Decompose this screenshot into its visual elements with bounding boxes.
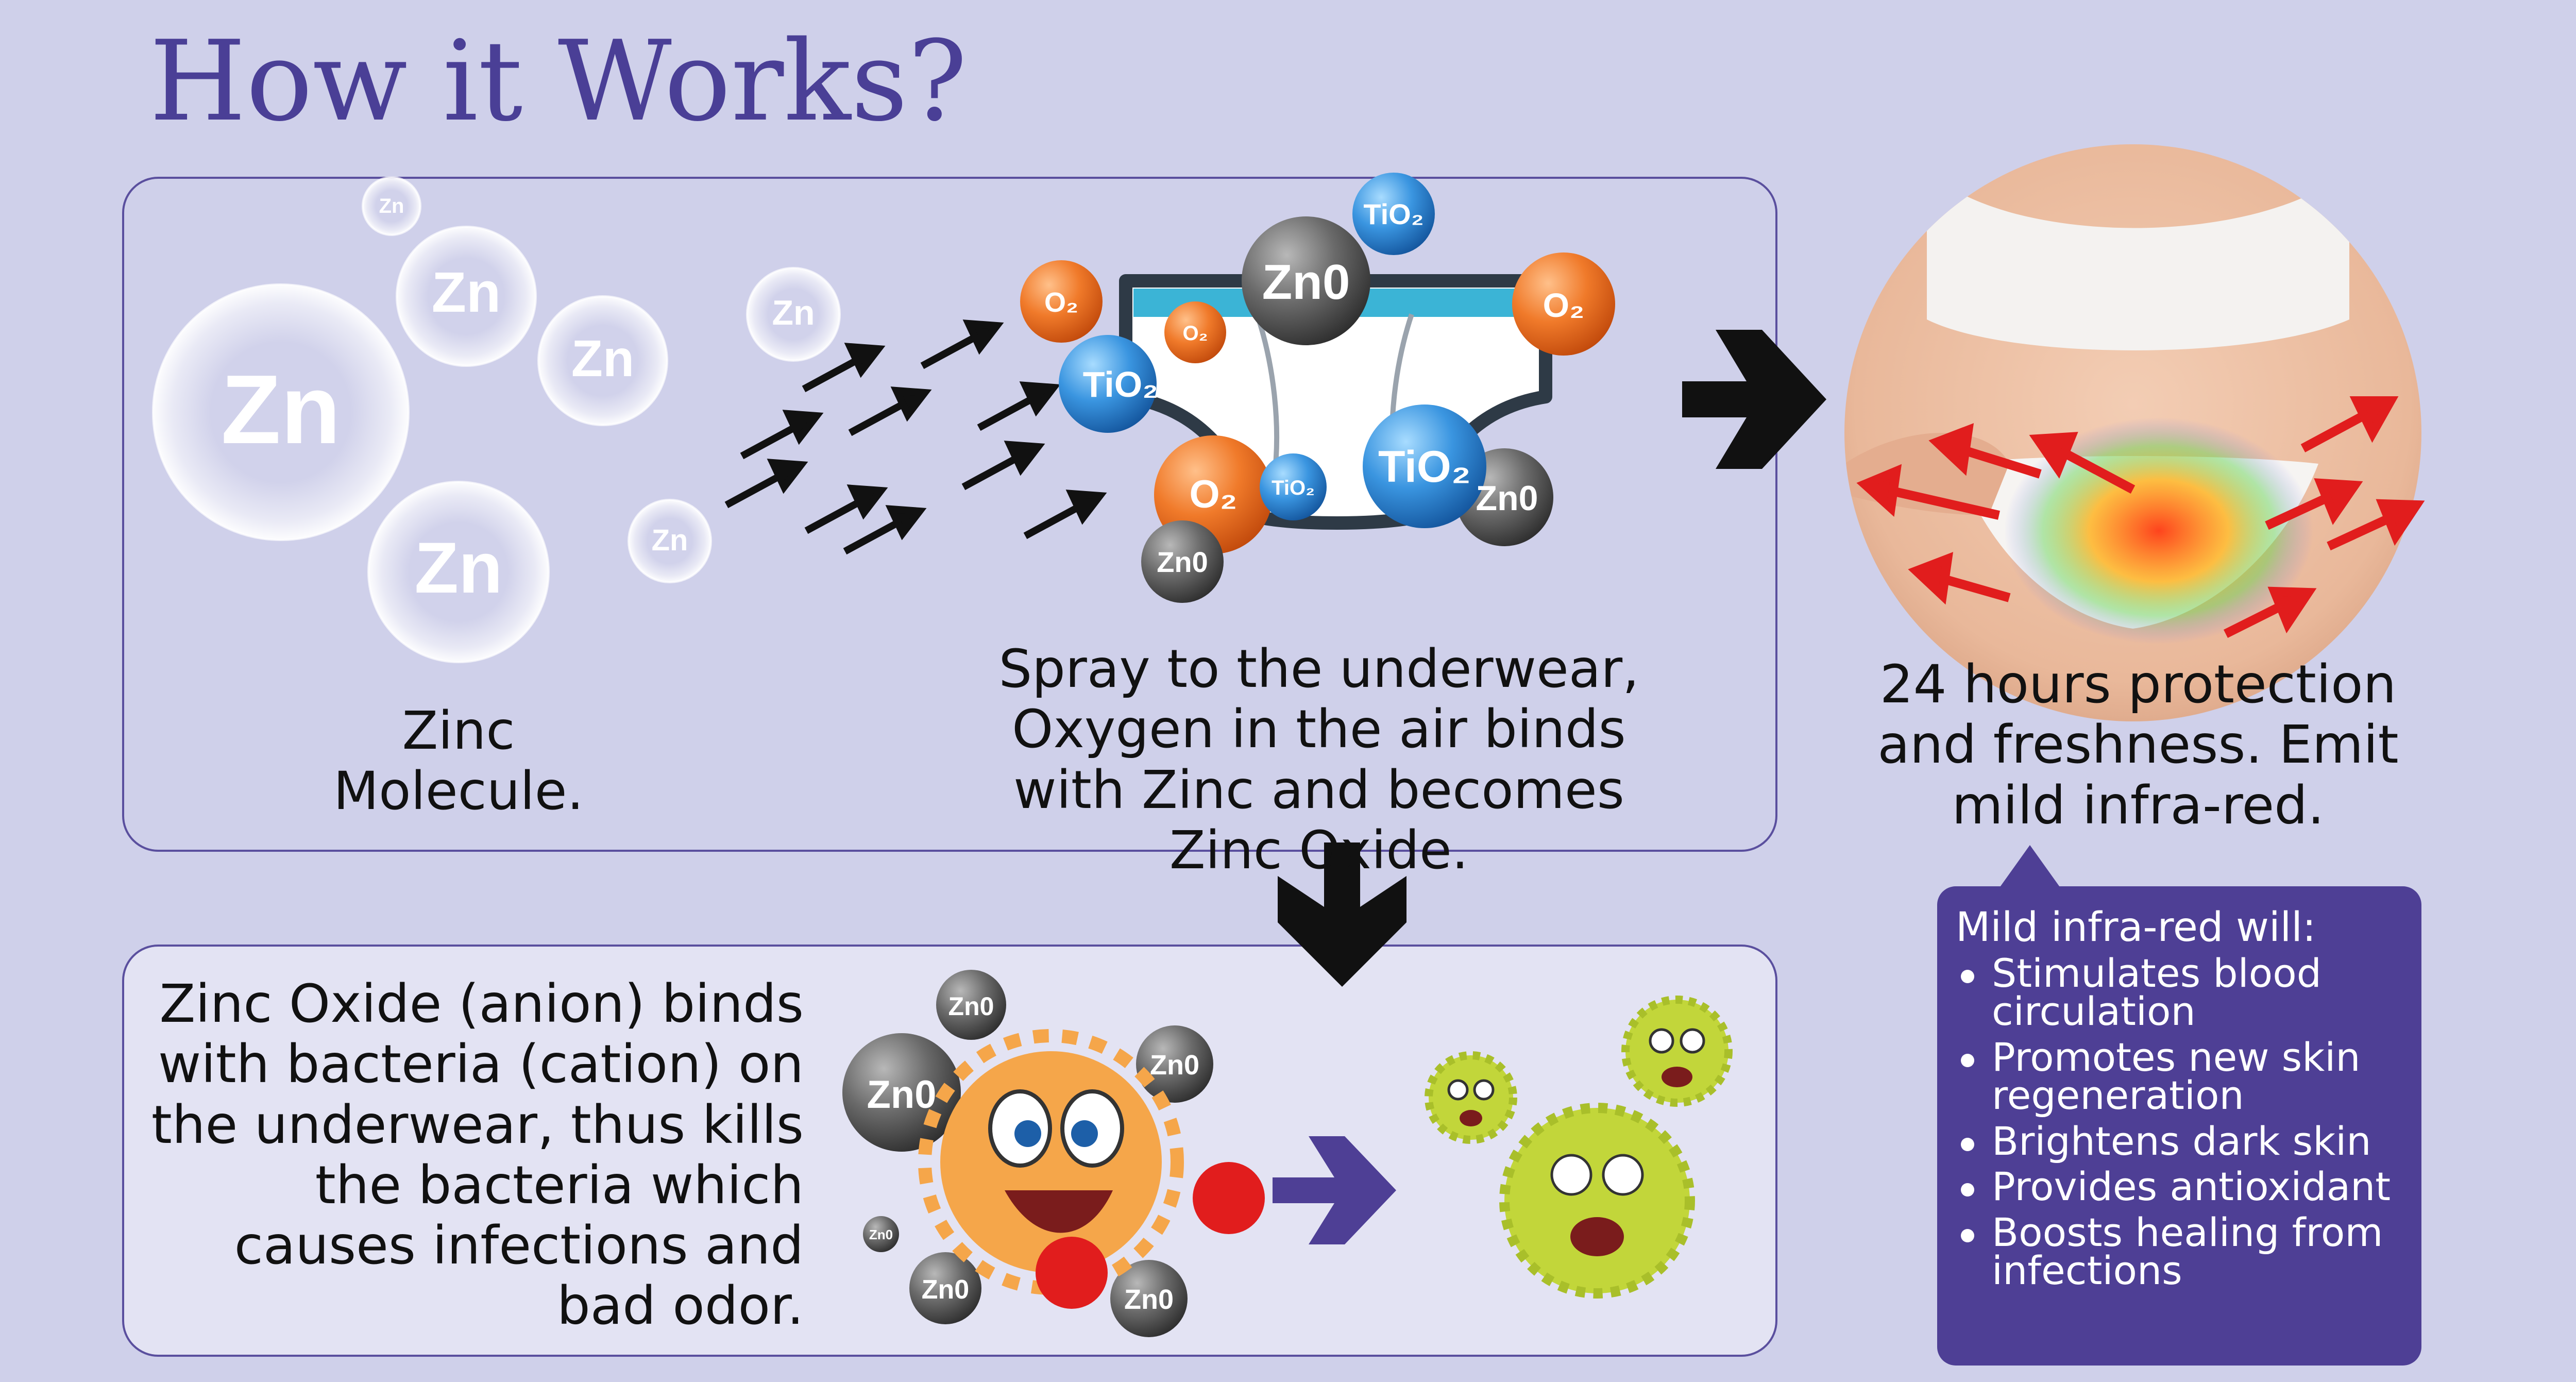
zn-label: Zn (414, 527, 502, 608)
benefit-item: Brightens dark skin (1956, 1121, 2401, 1161)
tio2-label: TiO₂ (1083, 364, 1159, 405)
zno-label: Zn0 (869, 1227, 893, 1242)
protection-caption: 24 hours protection and freshness. Emit … (1877, 654, 2399, 836)
infobox-heading: Mild infra-red will: (1956, 904, 2316, 951)
zno-label: Zn0 (948, 992, 994, 1021)
zn-label: Zn (379, 195, 404, 217)
zn-label: Zn (772, 293, 815, 332)
zno-label: Zn0 (1124, 1284, 1174, 1315)
benefits-list: Stimulates blood circulation Promotes ne… (1956, 953, 2401, 1290)
arrow-right-icon (1682, 330, 1826, 469)
infrared-arrows (1856, 396, 2425, 638)
hero-cell-icon (918, 1029, 1184, 1295)
arrow-down-icon (1278, 842, 1406, 987)
page-title: How it Works? (149, 16, 968, 146)
tio2-label: TiO₂ (1272, 477, 1315, 499)
benefit-item: Provides antioxidant (1956, 1167, 2401, 1206)
zno-label: Zn0 (1150, 1050, 1199, 1081)
molecule-ball-icon: Zn0 TiO₂ O₂ O₂ O₂ TiO₂ O₂ TiO₂ Zn0 TiO₂ … (1020, 173, 1615, 603)
zno-label: Zn0 (1476, 479, 1538, 518)
boxing-glove-icon (1036, 1162, 1265, 1309)
zinc-bubble-icon: Zn Zn Zn Zn Zn Zn Zn (152, 176, 841, 663)
benefit-item: Boosts healing from infections (1956, 1212, 2401, 1290)
zn-label: Zn (652, 524, 688, 557)
o2-label: O₂ (1183, 322, 1208, 345)
zn-label: Zn (221, 355, 341, 464)
zno-label: Zn0 (1157, 546, 1208, 578)
zno-label: Zn0 (867, 1073, 936, 1117)
spray-caption: Spray to the underwear, Oxygen in the ai… (998, 638, 1639, 881)
zinc-molecule-caption: Zinc Molecule. (333, 700, 584, 822)
benefit-item: Promotes new skin regeneration (1956, 1037, 2401, 1115)
o2-label: O₂ (1044, 287, 1078, 318)
zn-label: Zn (432, 261, 501, 324)
benefit-item: Stimulates blood circulation (1956, 953, 2401, 1031)
binding-caption: Zinc Oxide (anion) binds with bacteria (… (151, 973, 804, 1337)
o2-label: O₂ (1543, 286, 1585, 324)
bacteria-icon (1425, 996, 1733, 1299)
arrow-right-purple-icon (1273, 1136, 1396, 1244)
infrared-benefits-box: Mild infra-red will: Stimulates blood ci… (1937, 886, 2421, 1366)
tio2-label: TiO₂ (1378, 442, 1471, 492)
tio2-label: TiO₂ (1363, 198, 1423, 230)
zno-label: Zn0 (922, 1275, 969, 1305)
o2-label: O₂ (1190, 473, 1238, 516)
zno-label: Zn0 (1262, 255, 1350, 310)
zn-label: Zn (571, 330, 634, 387)
arrow-icon (724, 319, 1107, 555)
infobox-pointer (1999, 845, 2061, 888)
